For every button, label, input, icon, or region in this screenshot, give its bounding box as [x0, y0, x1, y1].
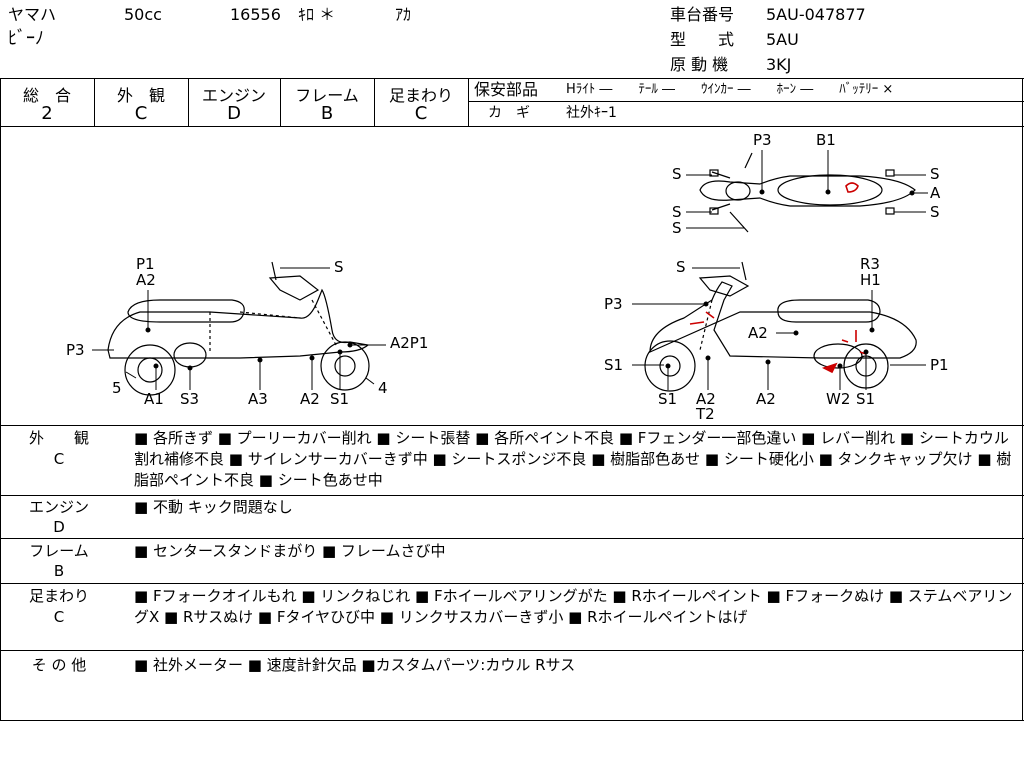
right-view-scooter: [644, 261, 917, 392]
label-left-s1: S1: [330, 390, 350, 408]
divider: [468, 78, 469, 126]
divider: [1022, 78, 1023, 720]
grade-value-suspension: C: [414, 103, 428, 124]
model-type-label: 型 式: [670, 30, 735, 49]
section-text-frame: ■ センタースタンドまがり ■ フレームさび中: [134, 542, 446, 560]
grade-label-engine: エンジン: [201, 86, 266, 105]
grade-value-frame: B: [320, 103, 334, 124]
label-right-p1: P1: [930, 356, 949, 374]
divider: [0, 650, 1024, 651]
label-top-s: S: [672, 203, 682, 221]
divider: [0, 583, 1024, 584]
label-right-a2: A2: [696, 390, 716, 408]
damage-diagram: [92, 150, 928, 396]
section-text-engine: ■ 不動 キック問題なし: [134, 498, 293, 516]
section-text-suspension: ■ Fフォークオイルもれ ■ リンクねじれ ■ Fホイールベアリングがた ■ R…: [134, 587, 1013, 626]
label-left-s3: S3: [180, 390, 200, 408]
section-label-exterior: 外 観: [28, 429, 89, 447]
mileage-unit: ｷﾛ ＊: [298, 5, 336, 24]
section-text-exterior: ■ 各所きず ■ プーリーカバー削れ ■ シート張替 ■ 各所ペイント不良 ■ …: [134, 429, 1012, 489]
key-label: カ ギ: [488, 105, 530, 121]
frame-number: 5AU-047877: [766, 5, 866, 24]
divider: [374, 78, 375, 126]
label-right-s1: S1: [658, 390, 678, 408]
label-left-p1: P1: [136, 255, 155, 273]
divider: [94, 78, 95, 126]
label-right-h1: H1: [860, 271, 881, 289]
label-right-w2: W2: [826, 390, 851, 408]
label-right-p3: P3: [604, 295, 623, 313]
label-right-s: S: [676, 258, 686, 276]
section-grade-frame: B: [53, 562, 65, 580]
label-top-s: S: [672, 165, 682, 183]
left-view-scooter: [107, 261, 370, 396]
label-right-a2: A2: [756, 390, 776, 408]
label-right-s1: S1: [856, 390, 876, 408]
displacement: 50cc: [124, 5, 162, 24]
model-type: 5AU: [766, 30, 799, 49]
model-name: ﾋﾞｰﾉ: [8, 28, 44, 49]
divider: [468, 101, 1024, 102]
label-left-p3: P3: [66, 341, 85, 359]
label-right-t2: T2: [696, 405, 715, 423]
maker-name: ヤマハ: [8, 5, 57, 24]
label-left-a2p1: A2P1: [390, 334, 429, 352]
grade-value-overall: 2: [41, 103, 53, 124]
label-top-s: S: [930, 165, 940, 183]
label-left-4: 4: [378, 379, 388, 397]
label-left-a1: A1: [144, 390, 164, 408]
label-left-5: 5: [112, 379, 122, 397]
label-right-s1: S1: [604, 356, 624, 374]
section-label-suspension: 足まわり: [28, 587, 89, 605]
label-top-p3: P3: [753, 131, 772, 149]
label-left-s: S: [334, 258, 344, 276]
label-top-b1: B1: [816, 131, 836, 149]
divider: [0, 720, 1024, 721]
grade-label-exterior: 外 観: [116, 86, 165, 105]
top-view-scooter: [699, 152, 916, 233]
grade-value-engine: D: [227, 103, 241, 124]
grade-label-suspension: 足まわり: [388, 86, 453, 105]
mileage: 16556: [230, 5, 281, 24]
section-label-other: そ の 他: [31, 656, 87, 674]
divider: [0, 78, 1024, 79]
section-text-other: ■ 社外メーター ■ 速度計針欠品 ■カスタムパーツ:カウル Rサス: [134, 656, 576, 674]
label-top-a: A: [930, 184, 941, 202]
label-right-r3: R3: [860, 255, 880, 273]
label-top-s: S: [672, 219, 682, 237]
section-grade-suspension: C: [53, 608, 65, 626]
divider: [0, 78, 1, 720]
label-left-a3: A3: [248, 390, 268, 408]
grade-label-overall: 総 合: [22, 86, 71, 105]
section-grade-exterior: C: [53, 450, 65, 468]
body-color: ｱｶ: [395, 5, 412, 24]
divider: [0, 495, 1024, 496]
section-label-frame: フレーム: [29, 542, 89, 560]
damage-marks: [689, 182, 867, 374]
engine-model-label: 原 動 機: [670, 55, 729, 74]
divider: [0, 425, 1024, 426]
safety-parts-label: 保安部品: [474, 80, 539, 99]
divider: [0, 126, 1024, 127]
grade-label-frame: フレーム: [295, 86, 359, 105]
label-left-a2: A2: [300, 390, 320, 408]
frame-number-label: 車台番号: [670, 5, 735, 24]
divider: [0, 538, 1024, 539]
label-right-a2: A2: [748, 324, 768, 342]
section-label-engine: エンジン: [28, 498, 89, 516]
section-grade-engine: D: [53, 518, 65, 536]
label-top-s: S: [930, 203, 940, 221]
safety-parts-items: Hﾗｲﾄ ― ﾃｰﾙ ― ｳｲﾝｶｰ ― ﾎｰﾝ ― ﾊﾞｯﾃﾘｰ ×: [566, 82, 894, 97]
grade-value-exterior: C: [134, 103, 148, 124]
engine-model: 3KJ: [766, 55, 792, 74]
key-value: 社外ｷｰ1: [566, 105, 617, 121]
divider: [280, 78, 281, 126]
divider: [188, 78, 189, 126]
label-left-a2: A2: [136, 271, 156, 289]
